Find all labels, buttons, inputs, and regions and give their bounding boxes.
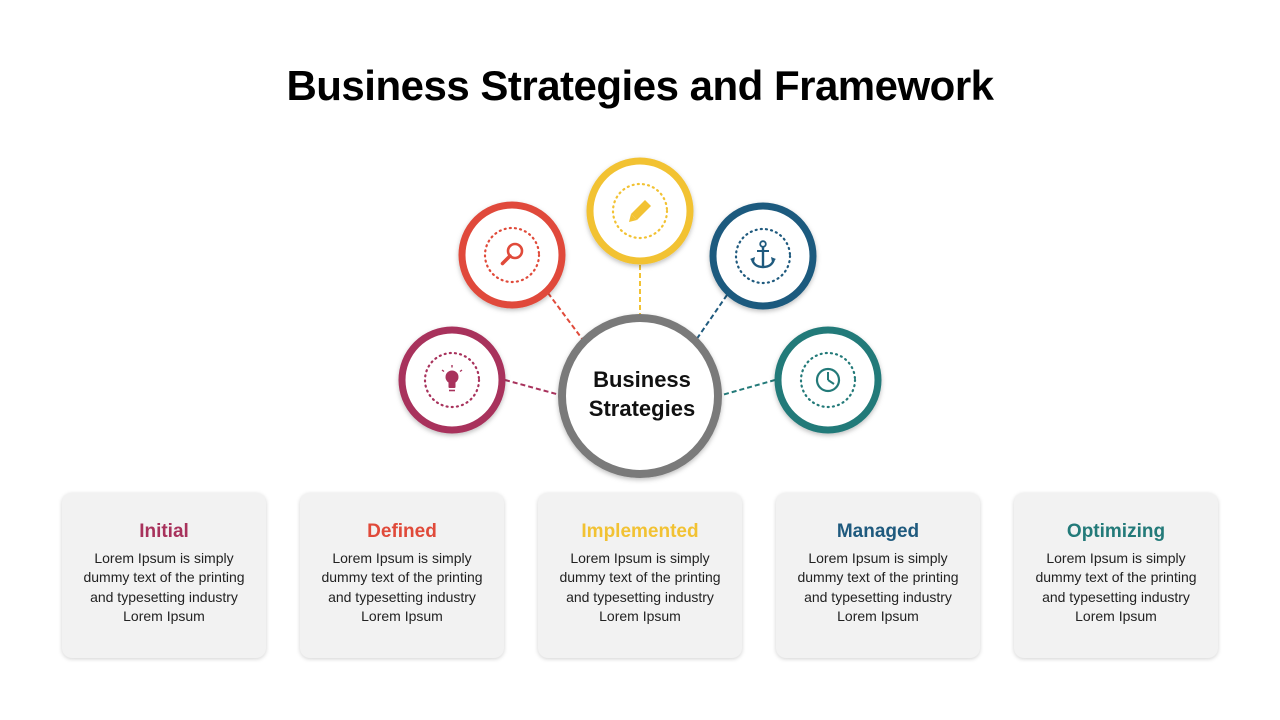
anchor-icon <box>750 240 776 269</box>
center-label-line1: Business <box>593 367 691 392</box>
card-title: Defined <box>367 521 437 542</box>
node-initial <box>398 326 506 434</box>
lightbulb-icon <box>441 365 463 392</box>
card-managed: Managed Lorem Ipsum is simply dummy text… <box>776 493 980 658</box>
card-text: Lorem Ipsum is simply dummy text of the … <box>1035 550 1197 624</box>
card-text: Lorem Ipsum is simply dummy text of the … <box>83 550 245 624</box>
node-defined <box>458 201 566 309</box>
card-initial: Initial Lorem Ipsum is simply dummy text… <box>62 493 266 658</box>
magnifier-icon <box>500 242 524 266</box>
card-text: Lorem Ipsum is simply dummy text of the … <box>559 550 721 624</box>
node-managed <box>709 202 817 310</box>
card-title: Optimizing <box>1066 521 1166 542</box>
center-label-line2: Strategies <box>588 396 696 421</box>
card-defined: Defined Lorem Ipsum is simply dummy text… <box>300 493 504 658</box>
card-optimizing: Optimizing Lorem Ipsum is simply dummy t… <box>1014 493 1218 658</box>
card-text: Lorem Ipsum is simply dummy text of the … <box>321 550 483 624</box>
card-title: Initial <box>139 521 189 542</box>
card-implemented: Implemented Lorem Ipsum is simply dummy … <box>538 493 742 658</box>
page-title: Business Strategies and Framework <box>286 62 994 109</box>
card-title: Implemented <box>581 521 699 542</box>
card-text: Lorem Ipsum is simply dummy text of the … <box>797 550 959 624</box>
connector-optimizing <box>721 379 776 396</box>
node-implemented <box>586 157 694 265</box>
center-label: Business Strategies <box>560 365 724 423</box>
clock-icon <box>815 367 841 393</box>
connector-initial <box>504 379 561 396</box>
center-circle <box>558 314 722 478</box>
node-optimizing <box>774 326 882 434</box>
pencil-icon <box>629 200 651 222</box>
card-title: Managed <box>836 521 920 542</box>
connector-managed <box>695 294 728 341</box>
connector-defined <box>547 292 584 341</box>
